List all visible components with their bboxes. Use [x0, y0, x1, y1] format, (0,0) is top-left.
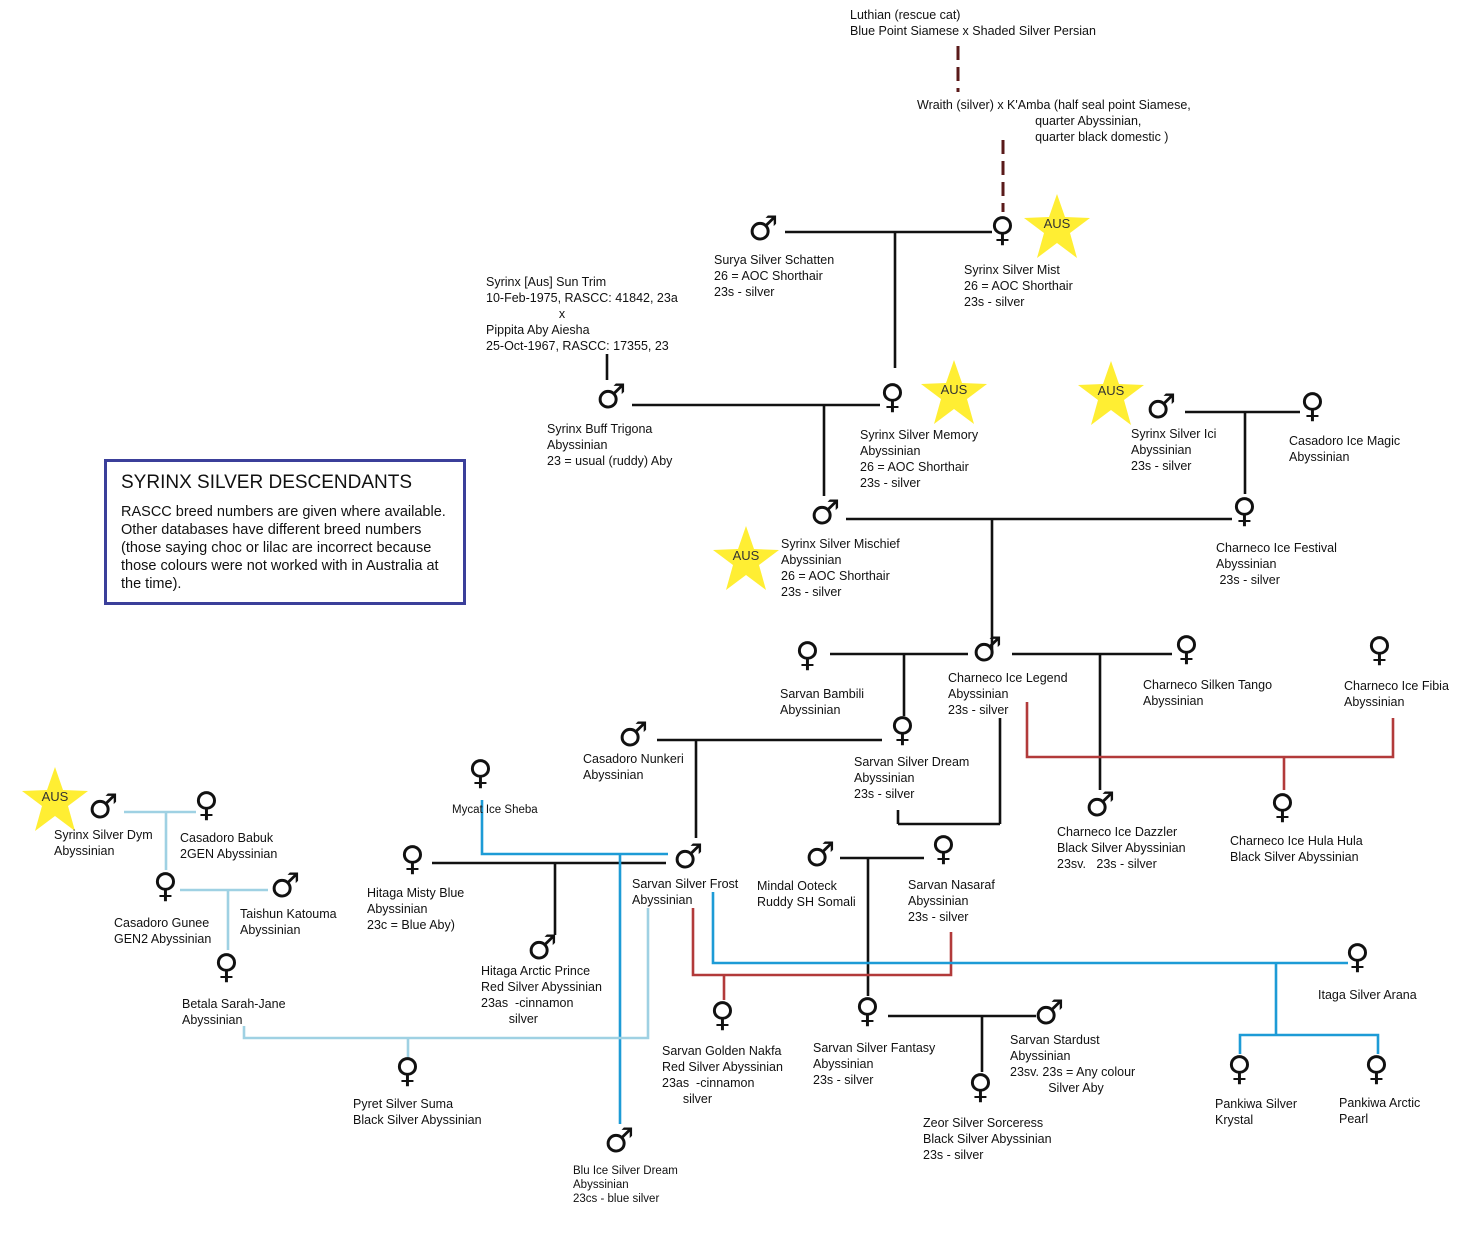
label-tango: Charneco Silken Tango Abyssinian	[1143, 678, 1273, 708]
male-icon: ♂	[805, 835, 836, 875]
label-stardust: Sarvan Stardust Abyssinian 23sv. 23s = A…	[1010, 1033, 1136, 1095]
male-icon: ♂	[1085, 785, 1116, 825]
label-mistyblue: Hitaga Misty Blue Abyssinian 23c = Blue …	[367, 886, 465, 932]
label-hulahula: Charneco Ice Hula Hula Black Silver Abys…	[1230, 834, 1363, 864]
female-icon: ♀	[880, 377, 905, 417]
male-icon: ♂	[596, 377, 627, 417]
label-festival: Charneco Ice Festival Abyssinian 23s - s…	[1216, 541, 1337, 587]
label-gunee: Casadoro Gunee GEN2 Abyssinian	[114, 916, 212, 946]
female-icon: ♀	[795, 635, 820, 675]
label-suma: Pyret Silver Suma Black Silver Abyssinia…	[353, 1097, 482, 1127]
info-box-body: RASCC breed numbers are given where avai…	[121, 504, 446, 592]
male-icon: ♂	[270, 866, 301, 906]
label-babuk: Casadoro Babuk 2GEN Abyssinian	[180, 831, 278, 861]
label-dym: Syrinx Silver Dym Abyssinian	[54, 828, 153, 858]
label-ici: Syrinx Silver Ici Abyssinian 23s - silve…	[1131, 427, 1217, 473]
female-icon: ♀	[468, 753, 493, 793]
label-nunkeri: Casadoro Nunkeri Abyssinian	[583, 752, 684, 782]
aus-star-mischief: AUS	[713, 526, 779, 590]
female-icon: ♀	[931, 829, 956, 869]
female-icon: ♀	[990, 210, 1015, 250]
aus-star-ici: AUS	[1078, 361, 1144, 425]
male-icon: ♂	[527, 928, 558, 968]
label-ooteck: Mindal Ooteck Ruddy SH Somali	[757, 879, 856, 909]
female-icon: ♀	[1232, 491, 1257, 531]
label-suntrim: Syrinx [Aus] Sun Trim 10-Feb-1975, RASCC…	[486, 275, 678, 353]
male-icon: ♂	[972, 630, 1003, 670]
male-icon: ♂	[604, 1121, 635, 1161]
label-nakfa: Sarvan Golden Nakfa Red Silver Abyssinia…	[662, 1044, 783, 1106]
label-surya: Surya Silver Schatten 26 = AOC Shorthair…	[714, 253, 835, 299]
label-arana: Itaga Silver Arana	[1318, 988, 1417, 1002]
label-memory: Syrinx Silver Memory Abyssinian 26 = AOC…	[860, 428, 979, 490]
label-krystal: Pankiwa Silver Krystal	[1215, 1097, 1297, 1127]
red-bracket-frost-nasaraf	[691, 908, 953, 977]
female-icon: ♀	[1345, 937, 1370, 977]
female-icon: ♀	[855, 991, 880, 1031]
aus-star-memory: AUS	[921, 360, 987, 424]
female-icon: ♀	[400, 839, 425, 879]
label-sarahjane: Betala Sarah-Jane Abyssinian	[182, 997, 286, 1027]
male-icon: ♂	[748, 209, 779, 249]
aus-star-mist: AUS	[1024, 194, 1090, 258]
lightblue-line-sarahjane-suma	[242, 908, 650, 1040]
label-arctic: Pankiwa Arctic Pearl	[1339, 1096, 1421, 1126]
info-box: SYRINX SILVER DESCENDANTS RASCC breed nu…	[104, 459, 466, 605]
label-frost: Sarvan Silver Frost Abyssinian	[632, 877, 739, 907]
label-mischief: Syrinx Silver Mischief Abyssinian 26 = A…	[781, 537, 900, 599]
label-fantasy: Sarvan Silver Fantasy Abyssinian 23s - s…	[813, 1041, 936, 1087]
female-icon: ♀	[1367, 630, 1392, 670]
female-icon: ♀	[968, 1067, 993, 1107]
female-icon: ♀	[890, 710, 915, 750]
red-bracket-legend-fibia	[1025, 702, 1395, 759]
label-katouma: Taishun Katouma Abyssinian	[240, 907, 337, 937]
male-icon: ♂	[810, 493, 841, 533]
blue-line-sheba-frost	[480, 800, 668, 856]
male-icon: ♂	[1034, 993, 1065, 1033]
female-icon: ♀	[1300, 386, 1325, 426]
female-icon: ♀	[194, 785, 219, 825]
female-icon: ♀	[1270, 787, 1295, 827]
label-arcticprince: Hitaga Arctic Prince Red Silver Abyssini…	[481, 964, 602, 1026]
aus-star-dym: AUS	[22, 767, 88, 831]
blue-bracket-pankiwa	[1238, 1033, 1380, 1054]
male-icon: ♂	[1146, 387, 1177, 427]
label-mist: Syrinx Silver Mist 26 = AOC Shorthair 23…	[964, 263, 1073, 309]
female-icon: ♀	[153, 866, 178, 906]
label-dream: Sarvan Silver Dream Abyssinian 23s - sil…	[854, 755, 970, 801]
label-fibia: Charneco Ice Fibia Abyssinian	[1344, 679, 1449, 709]
label-dazzler: Charneco Ice Dazzler Black Silver Abyssi…	[1057, 825, 1186, 871]
info-box-title: SYRINX SILVER DESCENDANTS	[121, 472, 413, 493]
label-nasaraf: Sarvan Nasaraf Abyssinian 23s - silver	[908, 878, 995, 924]
female-icon: ♀	[1227, 1049, 1252, 1089]
male-icon: ♂	[88, 787, 119, 827]
label-sorceress: Zeor Silver Sorceress Black Silver Abyss…	[923, 1116, 1052, 1162]
male-icon: ♂	[618, 715, 649, 755]
label-trigona: Syrinx Buff Trigona Abyssinian 23 = usua…	[547, 422, 673, 468]
male-icon: ♂	[673, 837, 704, 877]
female-icon: ♀	[1364, 1049, 1389, 1089]
label-bambili: Sarvan Bambili Abyssinian	[780, 687, 865, 717]
label-luthian: Luthian (rescue cat) Blue Point Siamese …	[850, 8, 1096, 38]
female-icon: ♀	[214, 947, 239, 987]
blue-line-frost-arana	[711, 892, 1348, 965]
label-sheba: Mycat Ice Sheba	[452, 804, 538, 816]
label-bluicedream: Blu Ice Silver Dream Abyssinian 23cs - b…	[573, 1165, 678, 1205]
female-icon: ♀	[1174, 629, 1199, 669]
female-icon: ♀	[395, 1051, 420, 1091]
label-icemagic: Casadoro Ice Magic Abyssinian	[1289, 434, 1401, 464]
label-wraith: Wraith (silver) x K'Amba (half seal poin…	[917, 98, 1191, 144]
label-legend: Charneco Ice Legend Abyssinian 23s - sil…	[948, 671, 1068, 717]
female-icon: ♀	[710, 995, 735, 1035]
